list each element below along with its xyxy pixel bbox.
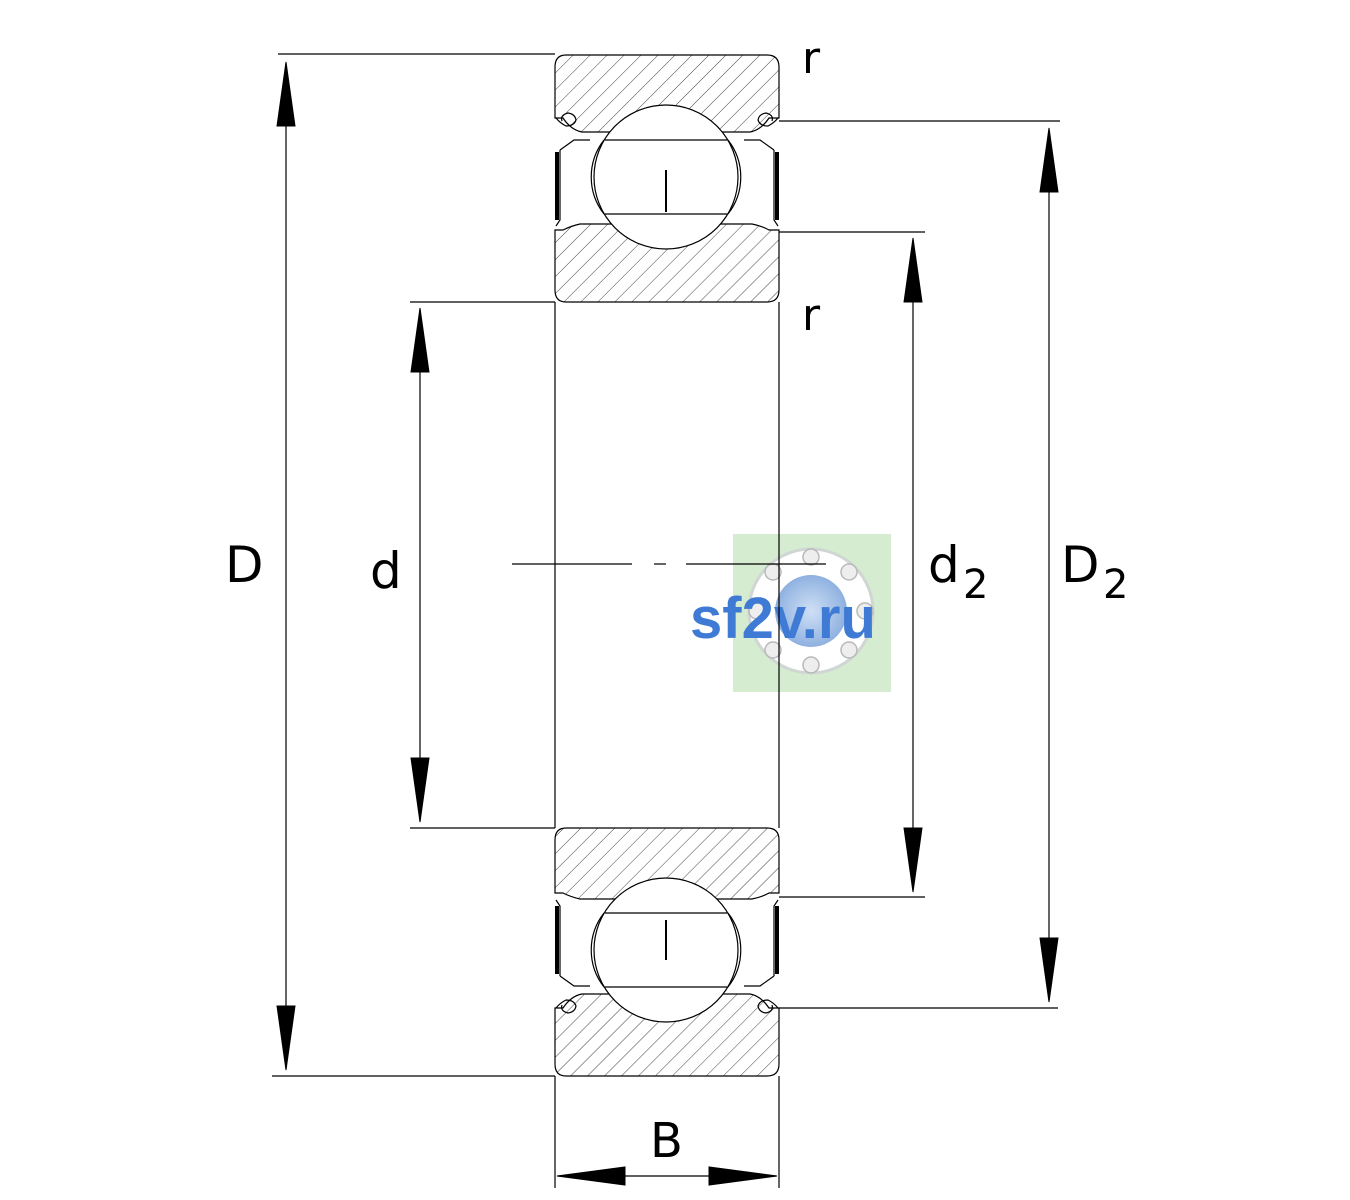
dimension-lines: [285, 64, 1050, 1177]
watermark-ball-icon: [775, 575, 847, 647]
arrow-right-icon: [708, 1166, 778, 1186]
arrow-left-icon: [556, 1166, 626, 1186]
arrowheads: [276, 61, 1059, 1186]
label-r-bottom: r: [802, 290, 821, 341]
label-r-top: r: [802, 33, 821, 84]
label-D: D: [225, 536, 264, 594]
label-d: d: [370, 542, 402, 600]
arrow-down-icon: [410, 757, 430, 823]
arrow-up-icon: [1039, 127, 1059, 193]
extension-lines: [272, 53, 1060, 1188]
label-D2-subscript: 2: [1103, 562, 1128, 608]
label-d2-subscript: 2: [963, 562, 988, 608]
arrow-up-icon: [410, 307, 430, 373]
arrow-up-icon: [903, 237, 923, 303]
arrow-up-icon: [276, 61, 296, 127]
arrow-down-icon: [276, 1005, 296, 1071]
watermark: sf2v.ru: [690, 534, 891, 692]
top-section: [554, 54, 780, 303]
label-d2: d: [928, 536, 960, 594]
arrow-down-icon: [903, 827, 923, 893]
label-D2: D: [1061, 536, 1100, 594]
label-B: B: [650, 1113, 683, 1169]
labels: D d d 2 D 2 B r r: [225, 33, 1128, 1169]
watermark-text: sf2v.ru: [690, 586, 876, 651]
arrow-down-icon: [1039, 937, 1059, 1003]
bottom-section: [554, 827, 780, 1077]
